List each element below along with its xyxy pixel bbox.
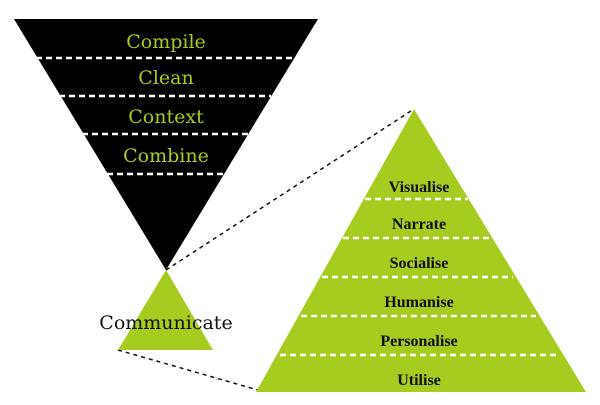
pyramid-level-socialise: Socialise xyxy=(390,255,449,272)
funnel-stage-context: Context xyxy=(128,106,204,128)
pyramid-level-narrate: Narrate xyxy=(392,216,446,233)
connector-top xyxy=(165,108,415,271)
funnel-stage-combine: Combine xyxy=(123,145,209,167)
pyramid-level-personalise: Personalise xyxy=(380,333,457,350)
funnel-stage-clean: Clean xyxy=(138,67,193,89)
pyramid-shape xyxy=(256,109,586,392)
connector-bottom xyxy=(117,349,259,391)
pyramid-dividers xyxy=(280,197,559,357)
pyramid-level-utilise: Utilise xyxy=(397,372,441,389)
pyramid-level-humanise: Humanise xyxy=(384,294,453,311)
funnel-shape xyxy=(14,19,318,270)
communicate-label: Communicate xyxy=(99,312,232,334)
funnel-stage-compile: Compile xyxy=(126,31,206,53)
communicate-triangle xyxy=(118,270,213,350)
pyramid-level-visualise: Visualise xyxy=(389,179,450,196)
funnel-dividers xyxy=(36,56,294,176)
